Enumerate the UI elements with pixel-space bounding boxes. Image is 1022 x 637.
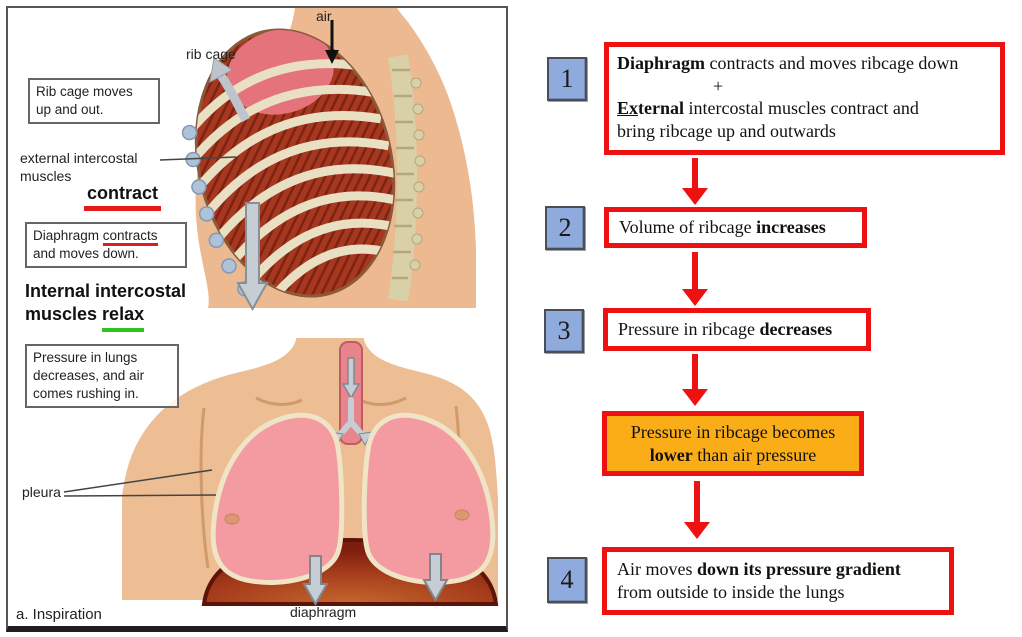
step-1-box: Diaphragm contracts and moves ribcage do… xyxy=(604,42,1005,155)
step-2-text: Volume of ribcage increases xyxy=(619,217,826,238)
ribcage-label: rib cage xyxy=(186,46,236,62)
ternal: ternal xyxy=(638,98,684,119)
callout-pressure: Pressure in lungs decreases, and air com… xyxy=(25,344,179,408)
callout-diaphragm-text-end: and moves down. xyxy=(33,245,139,261)
trachea-graphic xyxy=(329,341,373,447)
external-intercostal-label: external intercostal muscles xyxy=(20,150,138,184)
step-2-number: 2 xyxy=(545,206,585,250)
diaphragm-down-arrow-icon xyxy=(236,202,269,312)
diaphragm-arrow-right-icon xyxy=(422,553,449,603)
air-label: air xyxy=(316,8,332,24)
step-4-line1-pre: Air moves xyxy=(617,559,697,579)
ribcage-up-arrow-icon xyxy=(209,57,250,123)
step-3-bold: decreases xyxy=(759,319,833,339)
costal-cartilage-graphic xyxy=(181,124,253,297)
step-4-line2: from outside to inside the lungs xyxy=(617,581,845,602)
leader-lines xyxy=(63,156,237,497)
air-arrow-icon xyxy=(325,20,339,64)
internal-line2-pre: muscles xyxy=(25,304,103,325)
step-2-box: Volume of ribcage increases xyxy=(604,207,867,248)
flow-arrow-icon xyxy=(684,481,710,539)
step-4-number: 4 xyxy=(547,557,587,603)
step-3-number: 3 xyxy=(544,309,584,353)
step-1-line3: External intercostal muscles contract an… xyxy=(617,97,992,120)
lower-bold: lower xyxy=(649,444,693,465)
internal-line1: Internal intercostal xyxy=(25,281,187,301)
diaphragm-arrow-left-icon xyxy=(302,555,329,607)
callout-diaphragm: Diaphragm contracts and moves down. xyxy=(25,222,187,268)
step-1-line2: + xyxy=(617,75,992,98)
highlight-line1: Pressure in ribcage becomes xyxy=(630,421,836,442)
step-1-line3-rest: intercostal muscles contract and xyxy=(684,98,919,119)
step-2-bold: increases xyxy=(756,217,826,237)
step-2-pre: Volume of ribcage xyxy=(619,217,757,237)
contract-label: contract xyxy=(84,182,162,211)
anatomy-illustration xyxy=(63,8,499,607)
step-1-line4: bring ribcage up and outwards xyxy=(617,121,836,142)
step-3-pre: Pressure in ribcage xyxy=(618,319,760,339)
highlight-box: Pressure in ribcage becomes lower than a… xyxy=(602,411,864,476)
callout-ribcage: Rib cage moves up and out. xyxy=(28,78,160,124)
callout-diaphragm-text: Diaphragm xyxy=(33,228,103,243)
flow-arrow-icon xyxy=(682,354,708,406)
pleura-label: pleura xyxy=(22,484,61,500)
ex-underlined: Ex xyxy=(617,98,639,119)
step-1-line1-rest: contracts and moves ribcage down xyxy=(705,53,959,73)
plus-sign: + xyxy=(713,75,724,96)
step-3-box: Pressure in ribcage decreases xyxy=(603,308,871,351)
diaphragm-label: diaphragm xyxy=(290,604,357,620)
step-1-line3-bold: External xyxy=(617,98,684,118)
step-1-line1-bold: Diaphragm xyxy=(617,53,706,73)
highlight-line2: lower than air pressure xyxy=(611,444,855,467)
step-3-text: Pressure in ribcage decreases xyxy=(618,319,832,340)
step-4-line1-bold: down its pressure gradient xyxy=(697,559,901,579)
lungs-graphic xyxy=(210,412,496,585)
internal-intercostal-label: Internal intercostal muscles relax xyxy=(25,280,186,332)
lower-torso-graphic xyxy=(122,338,499,607)
flow-arrow-icon xyxy=(682,158,708,205)
relax-underlined: relax xyxy=(102,303,145,332)
highlight-line2-rest: than air pressure xyxy=(692,444,817,465)
upper-torso-graphic xyxy=(181,8,476,312)
flow-arrow-icon xyxy=(682,252,708,306)
spine-graphic xyxy=(388,54,426,302)
step-4-line1: Air moves down its pressure gradient xyxy=(617,558,939,581)
step-1-number: 1 xyxy=(547,57,587,101)
trachea-air-arrow-icon xyxy=(341,357,361,400)
contracts-underlined: contracts xyxy=(102,228,158,246)
internal-line2: muscles relax xyxy=(25,303,186,332)
inspiration-figure-panel: air rib cage Rib cage moves up and out. … xyxy=(6,6,508,632)
step-4-box: Air moves down its pressure gradient fro… xyxy=(602,547,954,615)
figure-caption: a. Inspiration xyxy=(16,606,102,623)
step-1-line1: Diaphragm contracts and moves ribcage do… xyxy=(617,52,992,75)
